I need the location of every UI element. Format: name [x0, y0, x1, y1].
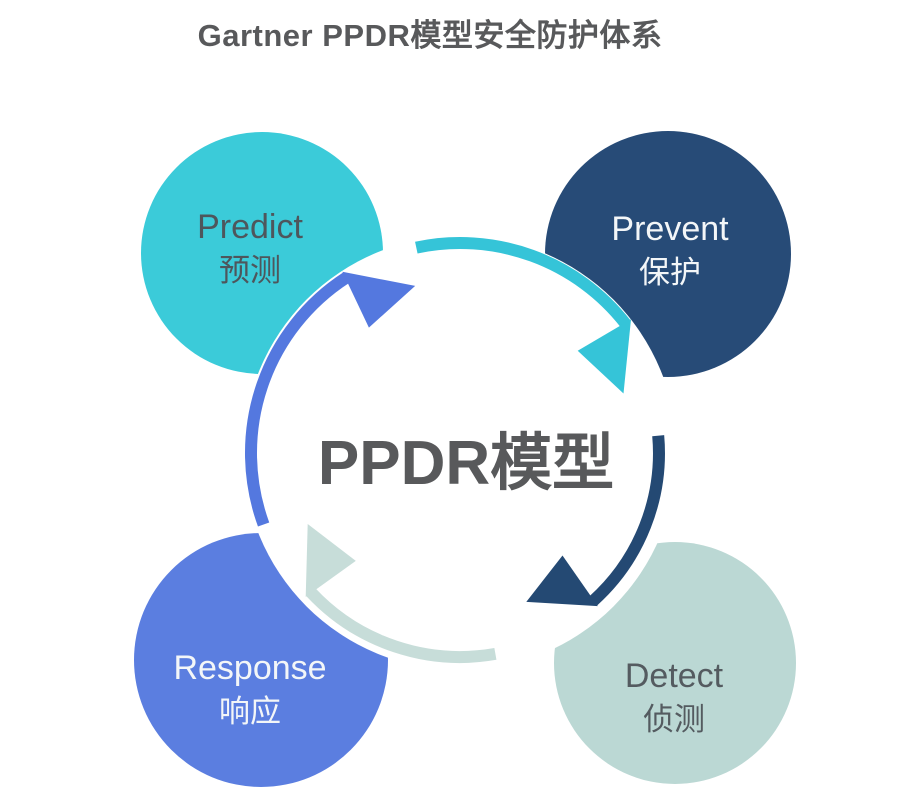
predict-label-zh: 预测	[218, 253, 281, 288]
predict-label-en: Predict	[197, 208, 303, 246]
cycle-arrows	[245, 237, 665, 663]
detect-label: Detect 侦测	[625, 655, 723, 741]
detect-label-zh: 侦测	[642, 702, 705, 737]
prevent-label-zh: 保护	[639, 255, 701, 290]
page-title: Gartner PPDR模型安全防护体系	[197, 18, 663, 53]
arrow-head-detect-to-response	[305, 524, 356, 597]
arrow-arc-predict-to-prevent	[415, 237, 631, 328]
prevent-label-en: Prevent	[611, 210, 729, 248]
prevent-label: Prevent 保护	[611, 208, 728, 294]
arrow-arc-prevent-to-detect	[589, 435, 665, 606]
arrow-head-prevent-to-detect	[526, 555, 598, 607]
arrow-head-response-to-predict	[342, 271, 416, 328]
detect-label-en: Detect	[624, 657, 724, 695]
arrow-arc-detect-to-response	[306, 588, 497, 663]
arrow-arc-response-to-predict	[245, 272, 350, 527]
response-label-zh: 响应	[218, 694, 281, 729]
center-title: PPDR模型	[317, 429, 615, 498]
arrow-head-predict-to-prevent	[577, 319, 631, 394]
response-label: Response 响应	[173, 647, 326, 733]
predict-label: Predict 预测	[197, 206, 303, 292]
response-label-en: Response	[173, 649, 327, 687]
